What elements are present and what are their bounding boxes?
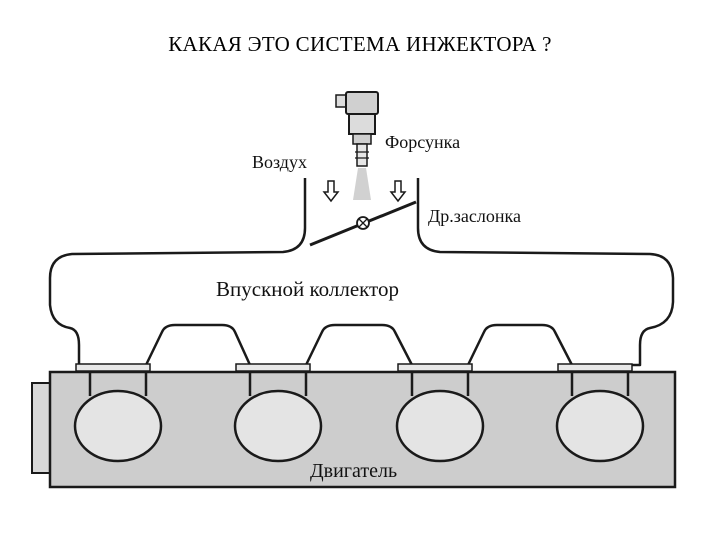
- air-label: Воздух: [252, 152, 307, 172]
- cylinder-4: [555, 372, 645, 463]
- throttle-valve: [309, 200, 417, 247]
- engine-label: Двигатель: [310, 460, 397, 482]
- throttle-label: Др.заслонка: [428, 206, 521, 226]
- down-arrow-icon: [322, 180, 340, 203]
- injector: [335, 91, 379, 200]
- cylinder-3: [395, 372, 485, 463]
- down-arrow-icon: [389, 180, 407, 203]
- cylinder-1: [73, 372, 163, 463]
- intake-manifold: [48, 178, 675, 367]
- cylinder-2: [233, 372, 323, 463]
- manifold-label: Впускной коллектор: [216, 277, 399, 301]
- runner-plates: [75, 363, 633, 372]
- injector-label: Форсунка: [385, 132, 460, 152]
- page-title: КАКАЯ ЭТО СИСТЕМА ИНЖЕКТОРА ?: [168, 32, 552, 56]
- fuel-spray: [353, 168, 371, 200]
